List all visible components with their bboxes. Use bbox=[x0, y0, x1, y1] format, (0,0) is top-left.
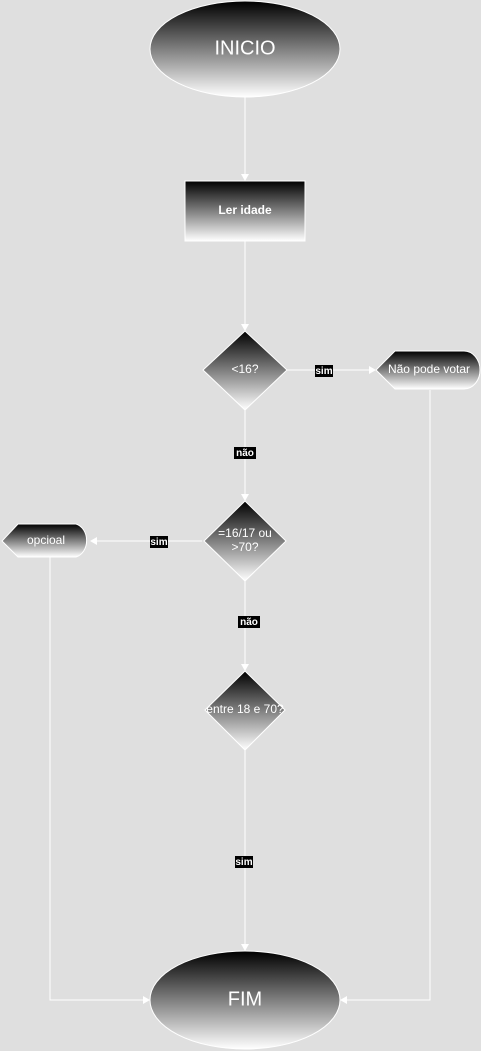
edge-label-range-yes: sim bbox=[150, 536, 168, 548]
edge-start-to-read bbox=[241, 97, 249, 181]
edge-range-to-optional bbox=[90, 537, 202, 545]
range-label-line2: >70? bbox=[231, 540, 258, 554]
edge-label-under16-yes: sim bbox=[315, 365, 333, 377]
start-label: INICIO bbox=[214, 37, 275, 59]
end-node[interactable]: FIM bbox=[149, 950, 341, 1050]
edge-label-text: sim bbox=[150, 537, 167, 548]
read-age-node[interactable]: Ler idade bbox=[184, 180, 306, 242]
read-age-label: Ler idade bbox=[218, 203, 272, 217]
range-label-line1: =16/17 ou bbox=[218, 526, 272, 540]
cannot-vote-node[interactable]: Não pode votar bbox=[375, 350, 481, 390]
edge-label-text: não bbox=[240, 617, 258, 628]
start-node[interactable]: INICIO bbox=[149, 0, 341, 98]
edge-label-range-no: não bbox=[238, 616, 260, 628]
cannot-vote-label: Não pode votar bbox=[388, 362, 470, 376]
edge-label-under16-no: não bbox=[234, 447, 256, 459]
under16-decision-node[interactable]: <16? bbox=[202, 330, 288, 411]
edge-label-adult-yes: sim bbox=[235, 856, 253, 868]
range-decision-node[interactable]: =16/17 ou >70? bbox=[203, 500, 287, 582]
edge-cannot-vote-to-end bbox=[340, 390, 431, 1004]
edge-read-to-under16 bbox=[241, 241, 249, 331]
edge-adult-to-end bbox=[241, 750, 249, 951]
optional-node[interactable]: opcioal bbox=[1, 523, 88, 558]
adult-decision-node[interactable]: entre 18 e 70? bbox=[204, 670, 286, 751]
edge-optional-to-end bbox=[49, 557, 150, 1004]
under16-label: <16? bbox=[231, 362, 258, 376]
edge-label-text: não bbox=[236, 448, 254, 459]
end-label: FIM bbox=[228, 988, 262, 1010]
adult-label: entre 18 e 70? bbox=[206, 702, 284, 716]
edge-label-text: sim bbox=[315, 366, 332, 377]
optional-label: opcioal bbox=[27, 533, 65, 547]
edge-label-text: sim bbox=[235, 857, 252, 868]
